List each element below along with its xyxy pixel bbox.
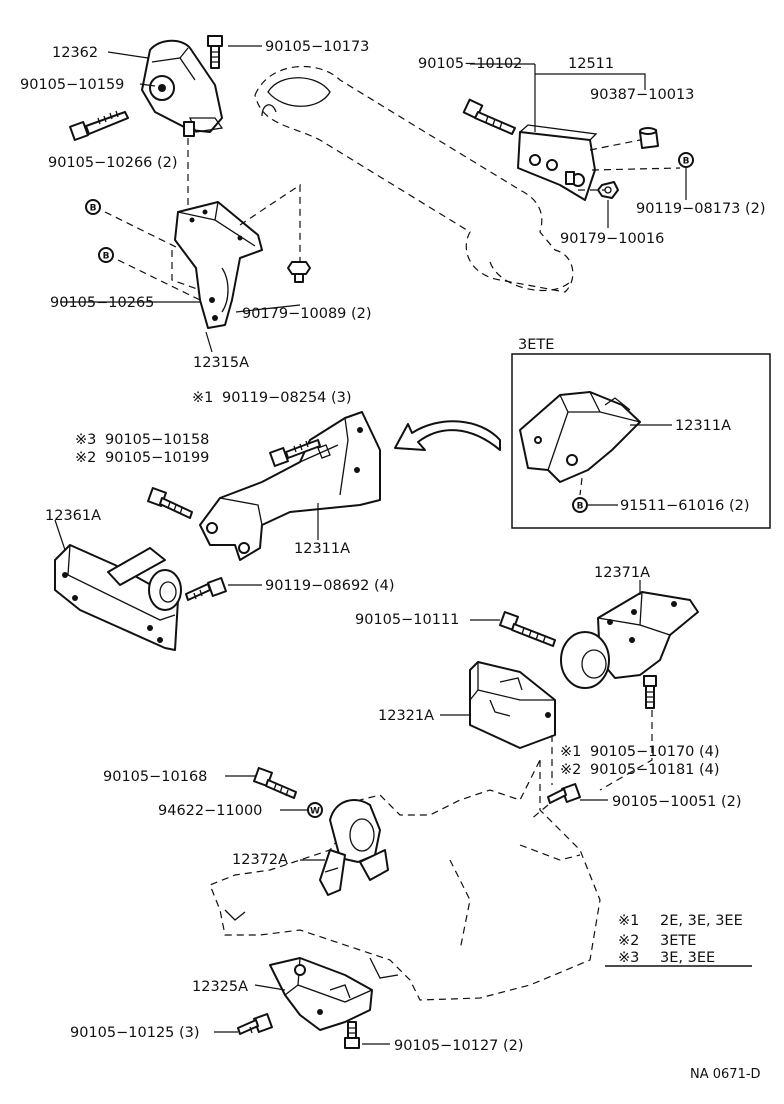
engine-block-outline	[209, 759, 601, 1001]
label-90105-10168: 90105−10168	[103, 769, 207, 785]
mount-12321A	[469, 661, 556, 749]
legend: ※1 2E, 3E, 3EE ※2 3ETE ※3 3E, 3EE	[605, 913, 752, 967]
label-90105-10102: 90105−10102	[418, 56, 522, 72]
bracket-12325A	[269, 957, 373, 1031]
label-12361A: 12361A	[45, 508, 101, 524]
label-90119-08254: 90119−08254 (3)	[222, 390, 352, 406]
label-91511-61016: 91511−61016 (2)	[620, 498, 750, 514]
dashed-guide-lines-upper-right	[578, 139, 681, 191]
legend-text-1: 2E, 3E, 3EE	[660, 913, 743, 929]
label-12311A-inset: 12311A	[675, 418, 731, 434]
leader-lines	[54, 45, 687, 1045]
mark-3-ref: ※3	[75, 432, 96, 448]
label-12321A: 12321A	[378, 708, 434, 724]
nut-90179-10016	[597, 181, 619, 199]
w-marker: W	[307, 802, 323, 818]
legend-mark-3: ※3	[618, 950, 639, 966]
part-labels: 12362 90105−10173 90105−10159 90105−1026…	[20, 39, 766, 1054]
nut-90179-10089	[287, 261, 311, 283]
inset-arrow	[394, 420, 501, 451]
legend-text-3: 3E, 3EE	[660, 950, 715, 966]
label-90105-10111: 90105−10111	[355, 612, 459, 628]
bolt-90105-10125	[237, 1013, 273, 1035]
label-90105-10159: 90105−10159	[20, 77, 124, 93]
bracket-12511	[517, 124, 598, 201]
label-90105-10199: 90105−10199	[105, 450, 209, 466]
b-marker-letter: B	[90, 204, 97, 214]
transaxle-housing-outline	[254, 65, 574, 293]
label-90387-10013: 90387−10013	[590, 87, 694, 103]
label-90105-10266: 90105−10266 (2)	[48, 155, 178, 171]
label-90105-10051: 90105−10051 (2)	[612, 794, 742, 810]
mark-2-ref: ※2	[75, 450, 96, 466]
label-94622-11000: 94622−11000	[158, 803, 262, 819]
b-marker-left-upper: B	[85, 199, 101, 215]
bolt-90105-10168	[253, 767, 297, 799]
mark-1-ref-right: ※1	[560, 744, 581, 760]
bolt-90119-08692	[185, 577, 227, 601]
mark-1-ref: ※1	[192, 390, 213, 406]
label-12325A: 12325A	[192, 979, 248, 995]
legend-mark-1: ※1	[618, 913, 639, 929]
collar-90387-10013	[639, 127, 659, 149]
bolt-90105-10127	[344, 1021, 360, 1049]
label-90105-10170: 90105−10170 (4)	[590, 744, 720, 760]
label-12511: 12511	[568, 56, 614, 72]
bracket-12315A	[174, 201, 263, 329]
b-marker-letter: B	[577, 502, 584, 512]
label-12315A: 12315A	[193, 355, 249, 371]
mount-12361A	[54, 544, 182, 651]
label-90179-10016: 90179−10016	[560, 231, 664, 247]
label-90105-10125: 90105−10125 (3)	[70, 1025, 200, 1041]
bolt-90105-10111	[499, 611, 556, 647]
b-marker-letter: B	[103, 252, 110, 262]
label-12371A: 12371A	[594, 565, 650, 581]
diagram-code: NA 0671-D	[690, 1067, 761, 1082]
b-marker-left-lower: B	[98, 247, 114, 263]
bolt-90105-10051	[547, 783, 581, 804]
b-marker-letter: B	[683, 157, 690, 167]
legend-text-2: 3ETE	[660, 933, 696, 949]
mount-12371A	[560, 591, 699, 689]
bolt-90105-10158	[147, 487, 193, 519]
mark-2-ref-right: ※2	[560, 762, 581, 778]
bolt-90105-10173	[207, 35, 223, 69]
label-12372A: 12372A	[232, 852, 288, 868]
b-marker-right: B	[678, 152, 694, 168]
label-12311A: 12311A	[294, 541, 350, 557]
label-12362: 12362	[52, 45, 98, 61]
inset-label: 3ETE	[518, 337, 554, 353]
label-90105-10173: 90105−10173	[265, 39, 369, 55]
mount-12372A	[319, 799, 389, 896]
dashed-guide-lines-upper-left	[104, 138, 301, 301]
bolt-90105-10159	[69, 110, 129, 141]
bolt-90119-08254	[269, 439, 321, 467]
w-marker-letter: W	[310, 807, 320, 817]
label-90105-10265: 90105−10265	[50, 295, 154, 311]
legend-mark-2: ※2	[618, 933, 639, 949]
label-90105-10181: 90105−10181 (4)	[590, 762, 720, 778]
label-90105-10127: 90105−10127 (2)	[394, 1038, 524, 1054]
dashed-guide-line-right-engine	[529, 710, 653, 821]
mount-12362	[141, 39, 224, 137]
inset-3ete: 3ETE B	[511, 337, 771, 529]
label-90119-08692: 90119−08692 (4)	[265, 578, 395, 594]
label-90119-08173: 90119−08173 (2)	[636, 201, 766, 217]
bolt-90105-10170	[643, 675, 657, 709]
bracket-12311A	[199, 411, 381, 561]
label-90179-10089: 90179−10089 (2)	[242, 306, 372, 322]
bolt-90105-10102	[462, 98, 516, 135]
label-90105-10158: 90105−10158	[105, 432, 209, 448]
